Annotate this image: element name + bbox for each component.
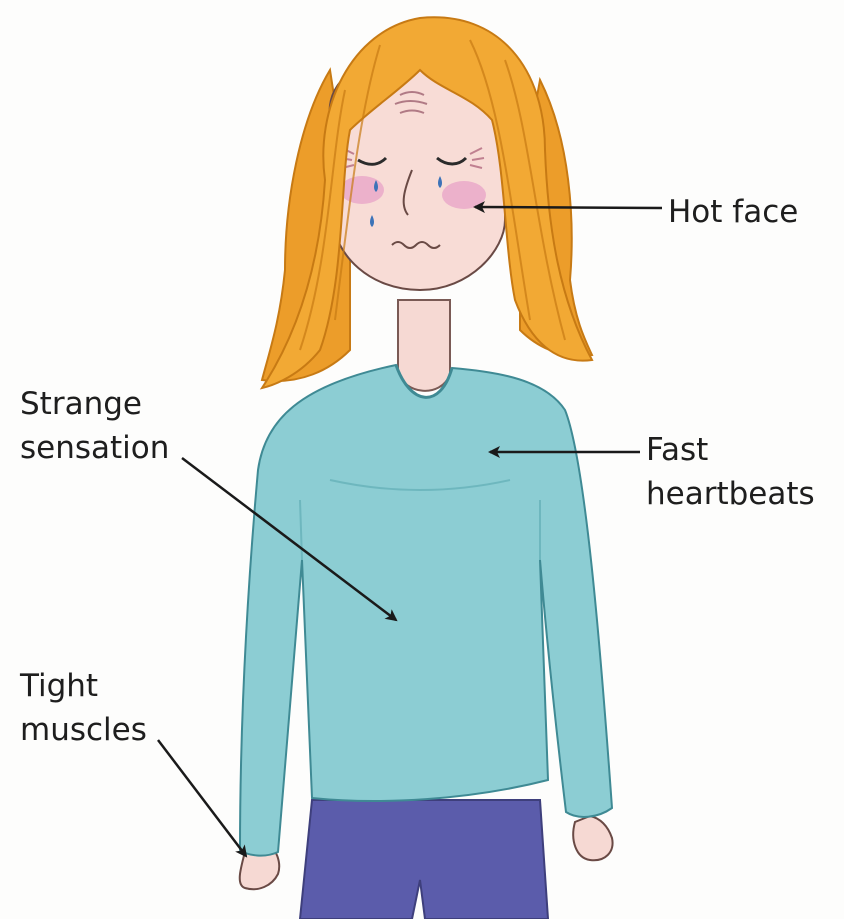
neck — [398, 300, 450, 391]
label-hot-face-text: Hot face — [668, 190, 798, 234]
hot-face-arrow — [475, 207, 662, 208]
label-tight-muscles-line2: muscles — [20, 708, 147, 752]
label-tight-muscles-line1: Tight — [20, 664, 147, 708]
label-fast-heartbeats-line2: heartbeats — [646, 472, 815, 516]
label-strange-sensation: Strange sensation — [20, 382, 169, 470]
trousers — [300, 800, 548, 919]
label-hot-face: Hot face — [668, 190, 798, 234]
label-strange-sensation-line1: Strange — [20, 382, 169, 426]
right-cheek-blush — [442, 181, 486, 209]
label-tight-muscles: Tight muscles — [20, 664, 147, 752]
right-hand — [573, 816, 612, 860]
left-cheek-blush — [340, 176, 384, 204]
label-fast-heartbeats: Fast heartbeats — [646, 428, 815, 516]
label-strange-sensation-line2: sensation — [20, 426, 169, 470]
label-fast-heartbeats-line1: Fast — [646, 428, 815, 472]
sweater — [240, 365, 612, 856]
tight-muscles-arrow — [158, 740, 246, 856]
